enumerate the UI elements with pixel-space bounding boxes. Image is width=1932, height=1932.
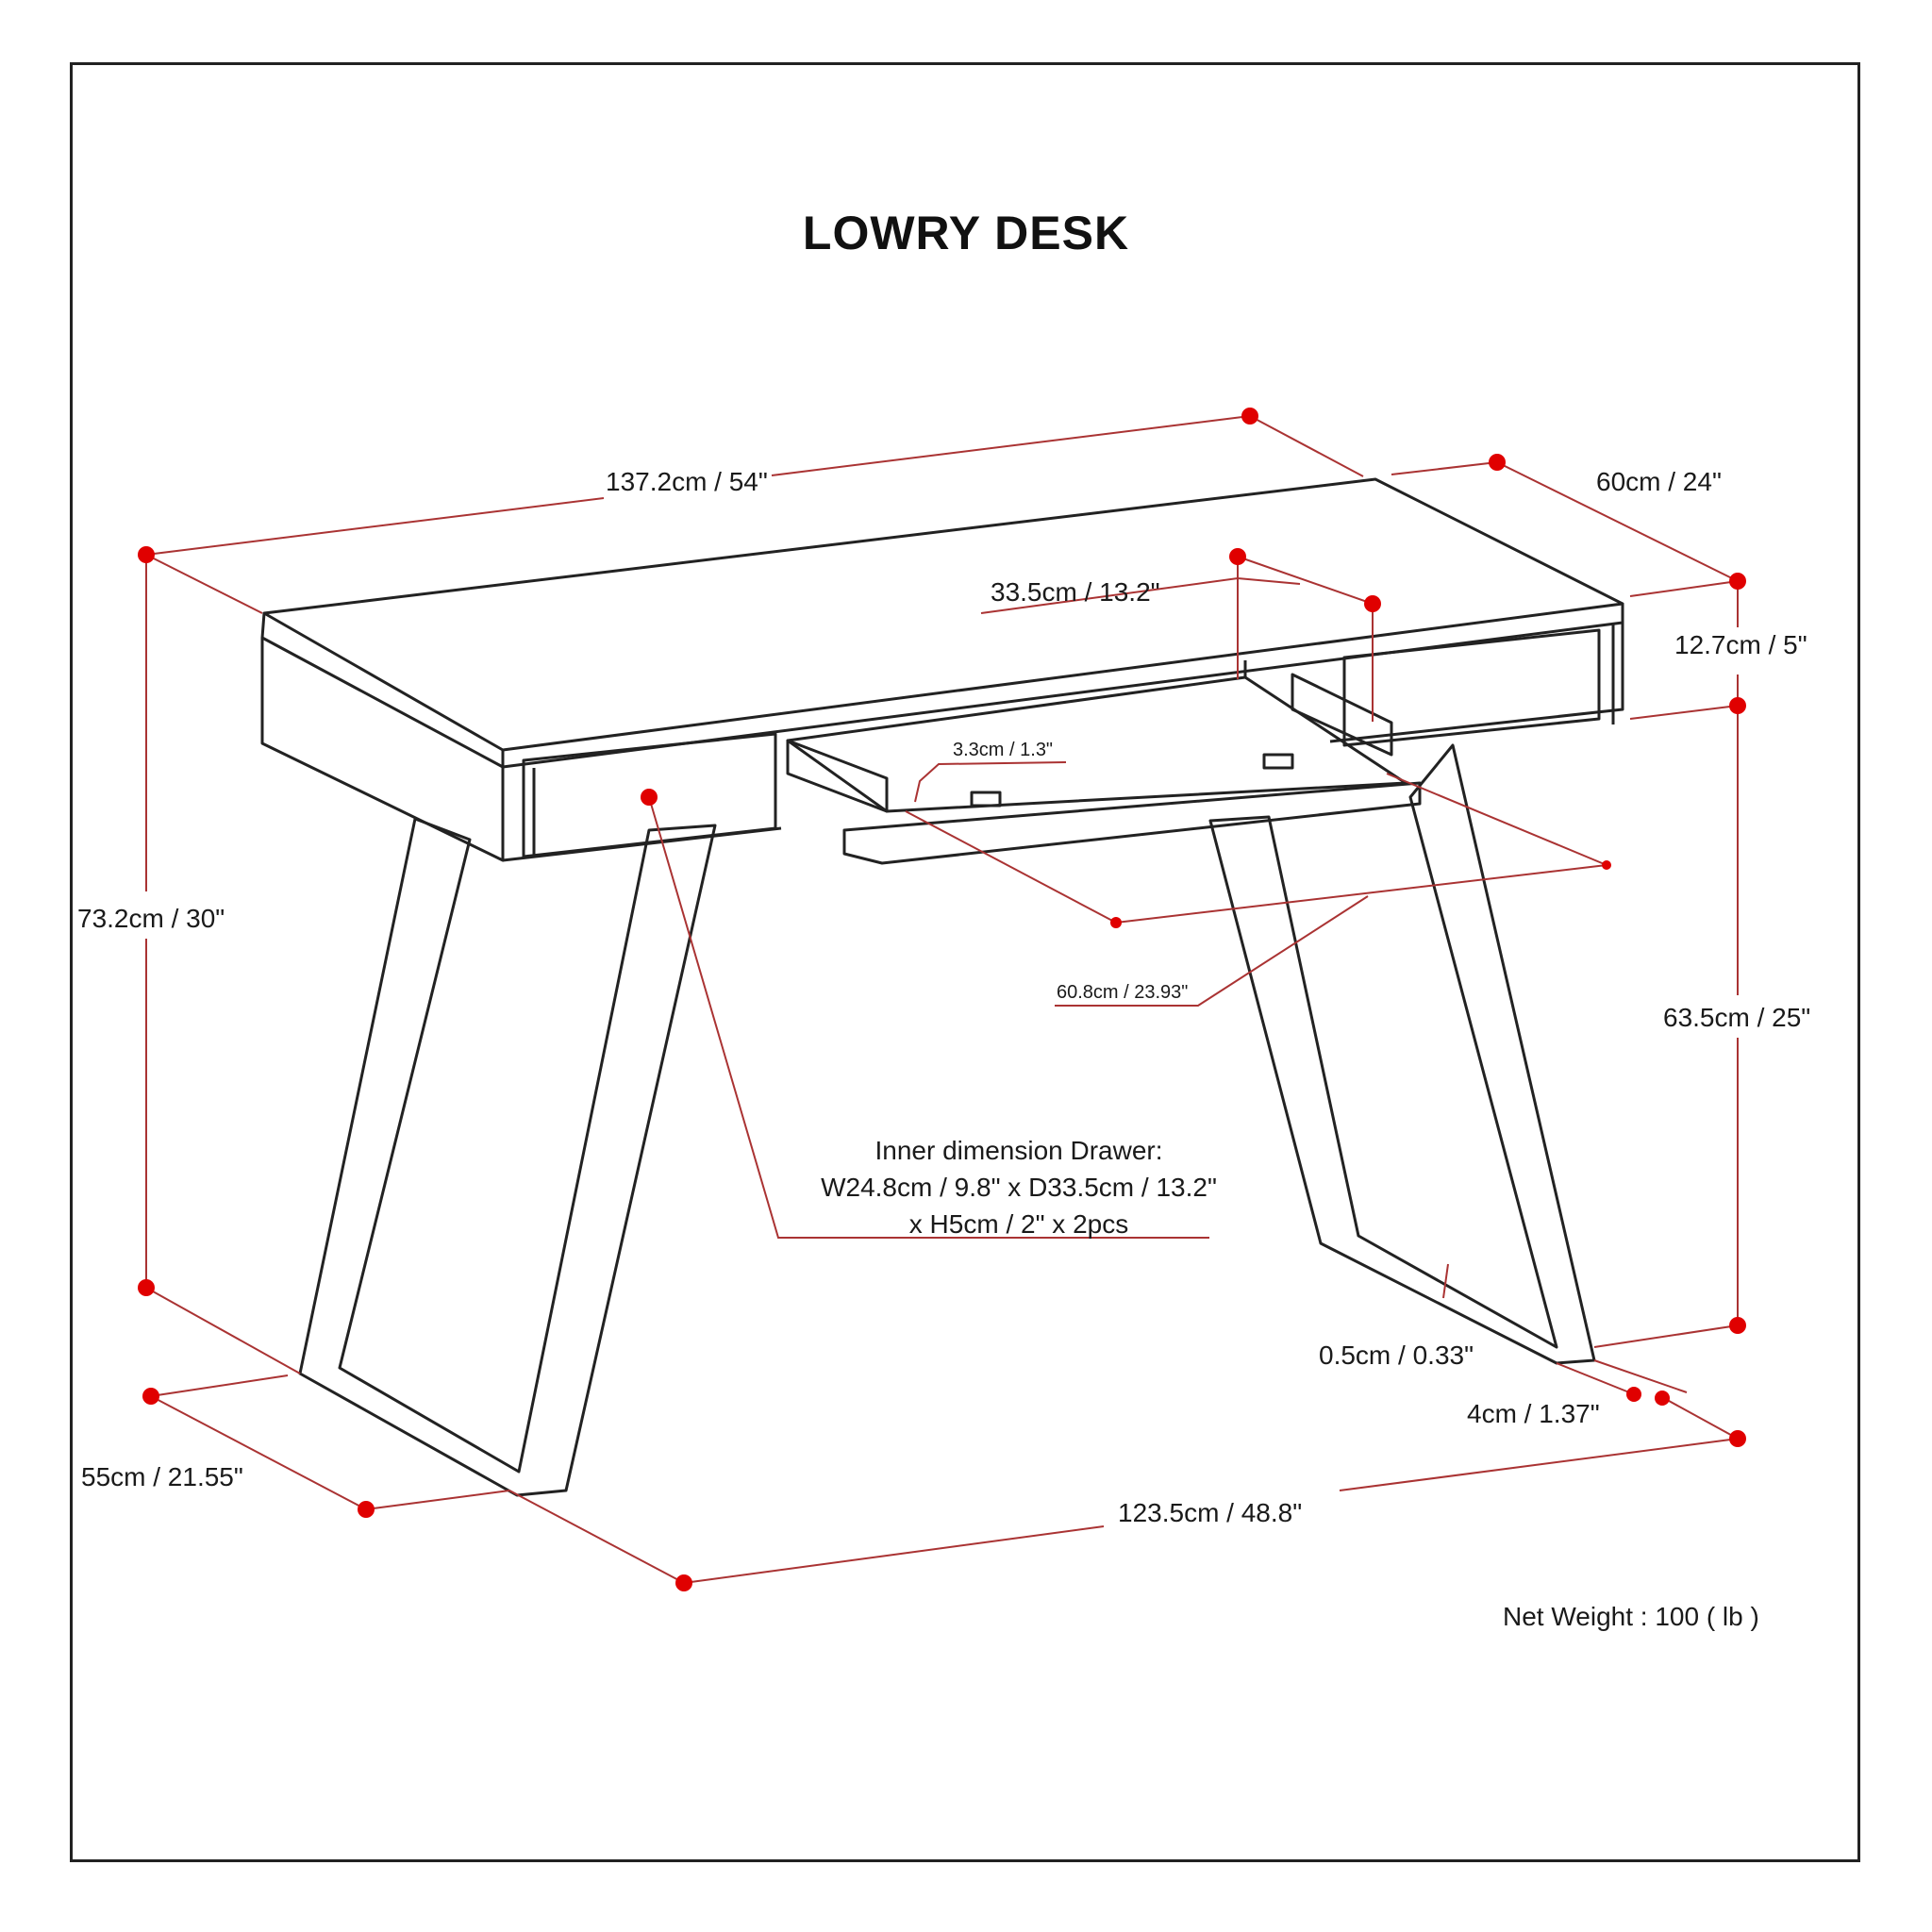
leg-left [298, 817, 717, 1497]
dim-ext-top-left [145, 554, 263, 614]
marker-depth-back [1489, 454, 1506, 471]
dim-ext-clearance [1593, 1324, 1739, 1348]
dim-ext-top-right [1249, 415, 1364, 477]
marker-base-left [675, 1574, 692, 1591]
apron-side [260, 638, 505, 862]
dim-line-leg-width [1556, 1362, 1635, 1395]
marker-base-right [1729, 1430, 1746, 1447]
dim-leader-leg-thickness [1442, 1263, 1449, 1299]
marker-drawer-back [1229, 548, 1246, 565]
dim-ext-height [145, 1287, 301, 1374]
dim-line-base-width-b [1339, 1438, 1739, 1491]
drawer-left [522, 732, 777, 858]
drawer-right [1342, 628, 1601, 747]
drawer-open-slide [1291, 673, 1393, 757]
dim-ext-base-left [508, 1490, 685, 1584]
dim-line-top-depth [1496, 461, 1739, 582]
dim-ext-base-depth-front [365, 1490, 510, 1510]
dim-drawer-depth-span [1237, 556, 1374, 605]
dim-ext-inner-left [905, 810, 1117, 924]
marker-leg-width-a [1626, 1387, 1641, 1402]
dim-line-base-width-a [683, 1525, 1105, 1584]
marker-apron-bottom [1729, 697, 1746, 714]
dim-line-drawer-front [914, 761, 1067, 803]
label-base-depth: 55cm / 21.55" [81, 1462, 243, 1491]
marker-depth-front [1729, 573, 1746, 590]
dim-leader-drawer-note [648, 796, 1209, 1239]
label-inner-width: 60.8cm / 23.93" [1057, 982, 1189, 1003]
marker-inner-left [1110, 917, 1122, 928]
leg-right [1208, 743, 1596, 1365]
label-leg-width: 4cm / 1.37" [1467, 1399, 1600, 1428]
label-drawer-depth: 33.5cm / 13.2" [991, 577, 1160, 607]
label-leg-clearance: 63.5cm / 25" [1663, 1003, 1811, 1032]
dim-ext-depth-front [1629, 580, 1739, 597]
drawer-open-side [786, 739, 889, 813]
drawer-inner-dimension-note: Inner dimension Drawer: W24.8cm / 9.8" x… [774, 1132, 1264, 1242]
drawer-open-front [842, 781, 1422, 865]
dimension-markers [138, 408, 1746, 1591]
marker-base-back [142, 1388, 159, 1405]
label-top-depth: 60cm / 24" [1596, 467, 1722, 496]
drawer-note-line-2: W24.8cm / 9.8" x D33.5cm / 13.2" [821, 1173, 1217, 1202]
dim-ext-leg-width [1593, 1359, 1688, 1393]
marker-top-right [1241, 408, 1258, 425]
drawer-handle-left [970, 791, 1002, 808]
marker-floor-right [1729, 1317, 1746, 1334]
label-top-width: 137.2cm / 54" [606, 467, 768, 496]
label-apron-height: 12.7cm / 5" [1674, 630, 1807, 659]
label-base-width: 123.5cm / 48.8" [1118, 1498, 1303, 1527]
desk-top-edge [260, 604, 1624, 769]
dim-leader-inner-width [1055, 895, 1369, 1007]
dim-ext-inner-right [1386, 773, 1607, 866]
marker-inner-right [1602, 860, 1611, 870]
border-frame [70, 62, 1860, 1862]
label-leg-thickness: 0.5cm / 0.33" [1319, 1341, 1474, 1370]
marker-floor-left [138, 1279, 155, 1296]
label-drawer-front: 3.3cm / 1.3" [953, 740, 1054, 760]
apron-front-right [1329, 623, 1624, 743]
dimension-lines [145, 415, 1739, 1584]
desk-outline [260, 477, 1624, 1497]
drawer-handle-right [1262, 753, 1294, 770]
page-title: LOWRY DESK [802, 207, 1130, 259]
dim-line-base-depth [150, 1395, 367, 1510]
dim-ext-base-right [1659, 1395, 1739, 1440]
dim-line-inner-width [1115, 864, 1607, 924]
drawer-note-line-3: x H5cm / 2" x 2pcs [908, 1209, 1129, 1239]
marker-base-front [358, 1501, 375, 1518]
dim-ext-apron [1629, 705, 1739, 720]
marker-top-left [138, 546, 155, 563]
drawer-note-line-1: Inner dimension Drawer: [874, 1136, 1163, 1165]
dim-line-top-width-b [771, 415, 1251, 476]
marker-leg-width-b [1655, 1391, 1670, 1406]
label-total-height: 73.2cm / 30" [77, 904, 225, 933]
net-weight: Net Weight : 100 ( lb ) [1503, 1602, 1759, 1631]
marker-drawer-note [641, 789, 658, 806]
marker-drawer-front [1364, 595, 1381, 612]
dim-line-top-width-a [145, 497, 605, 556]
dim-ext-base-depth [150, 1374, 289, 1397]
dim-ext-depth-back [1391, 461, 1498, 475]
